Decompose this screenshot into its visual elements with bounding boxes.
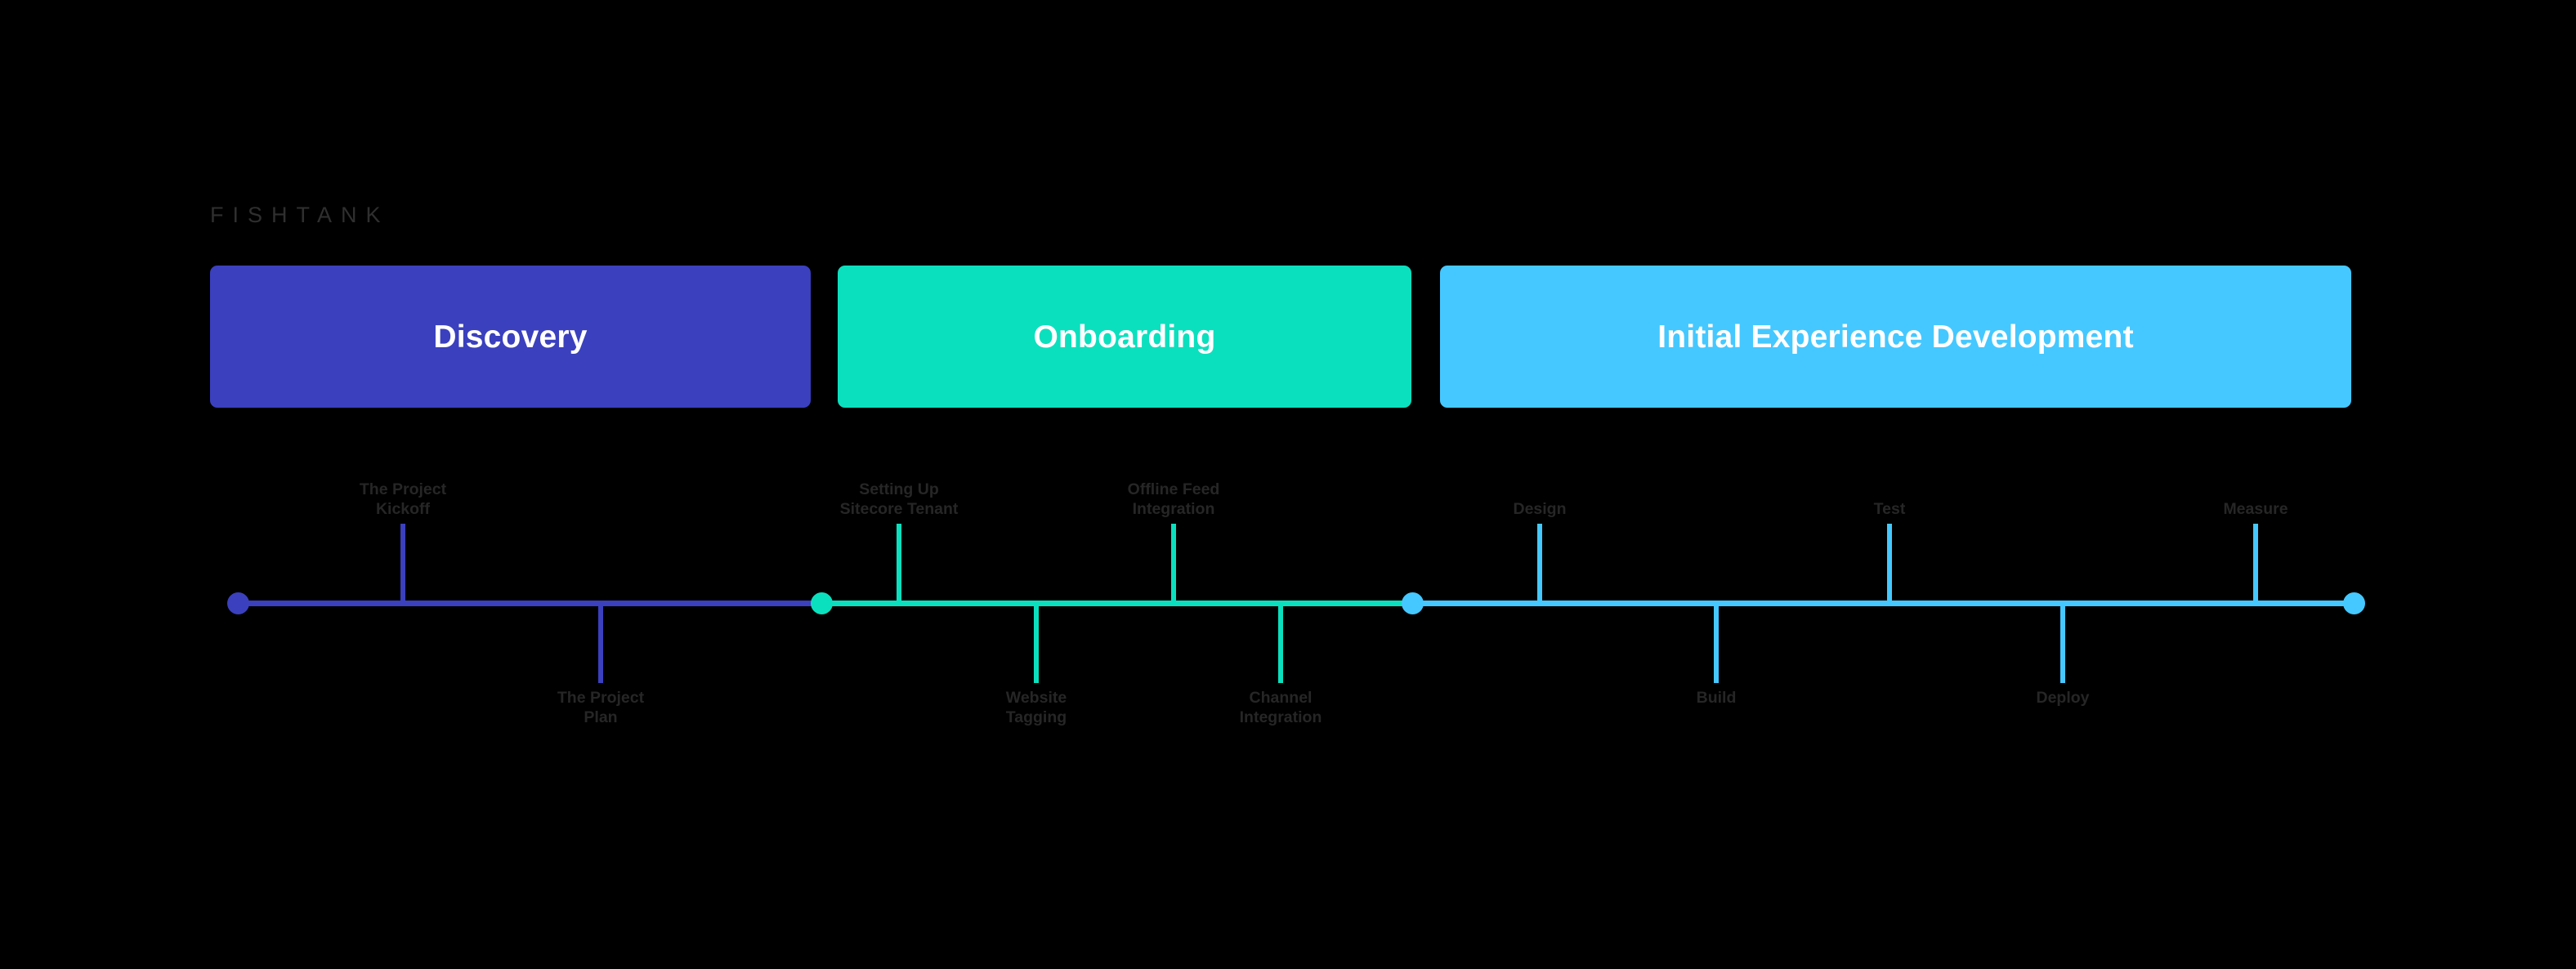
segment-onboarding (818, 601, 1412, 606)
segment-discovery (238, 601, 818, 606)
phase-box-discovery[interactable]: Discovery (210, 266, 811, 408)
milestone-tick-test (1887, 524, 1892, 604)
milestone-label-test[interactable]: Test (1873, 500, 1906, 518)
milestone-tick-design (1537, 524, 1542, 604)
node-development-start[interactable] (1402, 592, 1424, 614)
milestone-tick-the-project-plan (598, 603, 603, 683)
milestone-tick-setting-up-sitecore-tenant (897, 524, 901, 604)
milestone-label-deploy[interactable]: Deploy (2036, 689, 2090, 707)
milestone-label-design[interactable]: Design (1513, 500, 1567, 518)
phase-box-label-discovery: Discovery (433, 319, 588, 355)
node-onboarding-start[interactable] (811, 592, 833, 614)
phase-box-onboarding[interactable]: Onboarding (838, 266, 1411, 408)
phase-box-label-onboarding: Onboarding (1033, 319, 1216, 355)
milestone-tick-channel-integration (1278, 603, 1283, 683)
node-end[interactable] (2343, 592, 2365, 614)
milestone-tick-deploy (2060, 603, 2065, 683)
milestone-label-the-project-kickoff[interactable]: The Project Kickoff (359, 480, 447, 518)
milestone-label-build[interactable]: Build (1696, 689, 1737, 707)
milestone-tick-measure (2253, 524, 2258, 604)
segment-initial-experience-development (1412, 601, 2355, 606)
milestone-tick-the-project-kickoff (400, 524, 405, 604)
fishtank-wordmark: FISHTANK (210, 203, 390, 227)
phase-box-label-initial-experience-development: Initial Experience Development (1657, 319, 2134, 355)
phase-box-initial-experience-development[interactable]: Initial Experience Development (1440, 266, 2351, 408)
milestone-label-the-project-plan[interactable]: The Project Plan (557, 689, 645, 726)
milestone-label-offline-feed-integration[interactable]: Offline Feed Integration (1127, 480, 1220, 518)
node-start[interactable] (227, 592, 249, 614)
milestone-label-website-tagging[interactable]: Website Tagging (1005, 689, 1067, 726)
milestone-tick-website-tagging (1034, 603, 1039, 683)
milestone-label-channel-integration[interactable]: Channel Integration (1239, 689, 1322, 726)
milestone-tick-offline-feed-integration (1171, 524, 1176, 604)
milestone-label-measure[interactable]: Measure (2223, 500, 2288, 518)
milestone-label-setting-up-sitecore-tenant[interactable]: Setting Up Sitecore Tenant (839, 480, 959, 518)
milestone-tick-build (1714, 603, 1719, 683)
